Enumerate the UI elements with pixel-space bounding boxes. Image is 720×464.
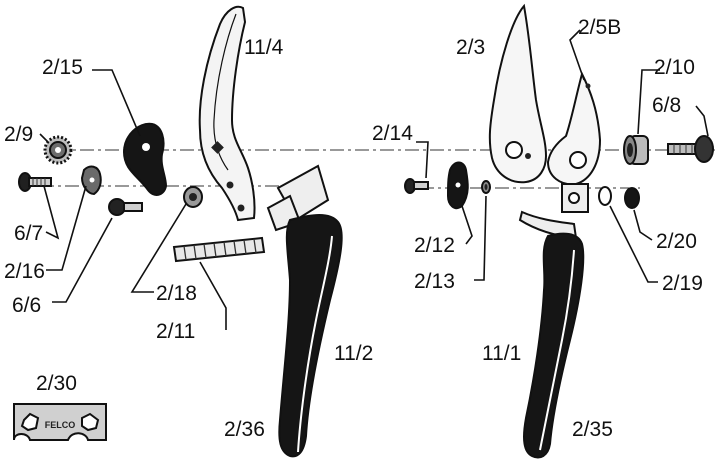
label-11-1: 11/1 bbox=[482, 342, 521, 365]
label-2-15: 2/15 bbox=[42, 56, 83, 79]
leader-2-13 bbox=[474, 195, 487, 281]
washer-2-13 bbox=[481, 180, 491, 194]
plate-logo-text: FELCO bbox=[45, 420, 76, 430]
leader-2-14 bbox=[416, 141, 429, 179]
leader-2-11 bbox=[199, 261, 227, 330]
label-2-9: 2/9 bbox=[4, 123, 33, 146]
leader-2-19 bbox=[609, 205, 658, 283]
upper-handle-11-1 bbox=[518, 183, 589, 459]
leader-2-15 bbox=[92, 69, 141, 137]
label-2-30: 2/30 bbox=[36, 372, 77, 395]
upper-blade-11-4 bbox=[198, 5, 256, 222]
bolt-2-14 bbox=[404, 178, 429, 194]
label-11-2: 11/2 bbox=[334, 342, 373, 365]
label-6-8: 6/8 bbox=[652, 94, 681, 117]
leader-2-10 bbox=[637, 69, 660, 135]
label-2-19: 2/19 bbox=[662, 272, 703, 295]
upper-blade-edge bbox=[213, 13, 237, 171]
spring-piece-hole bbox=[89, 177, 95, 183]
spring-2-11 bbox=[172, 236, 266, 263]
cam-plate-2-15 bbox=[122, 122, 168, 196]
upper-blade-hole-1 bbox=[226, 181, 234, 189]
plate-2-30: FELCO bbox=[13, 403, 107, 441]
label-2-10: 2/10 bbox=[654, 56, 695, 79]
label-2-12: 2/12 bbox=[414, 234, 455, 257]
bolt-6-7 bbox=[18, 172, 52, 192]
cutting-blade-pivot-hole bbox=[505, 141, 523, 159]
leader-6-8 bbox=[695, 105, 709, 137]
label-2-14: 2/14 bbox=[372, 122, 413, 145]
leader-2-12 bbox=[461, 205, 473, 245]
label-2-16: 2/16 bbox=[4, 260, 45, 283]
cam-plate-hole bbox=[142, 143, 150, 151]
anvil-piece-small-hole bbox=[585, 83, 591, 89]
label-6-6: 6/6 bbox=[12, 294, 41, 317]
leader-2-16 bbox=[46, 185, 87, 271]
leader-2-20 bbox=[633, 209, 653, 241]
cam-2-12-hole bbox=[455, 182, 461, 188]
leader-2-9 bbox=[39, 133, 49, 143]
label-2-5B: 2/5B bbox=[578, 16, 621, 39]
screw-6-6 bbox=[108, 198, 143, 216]
label-11-4: 11/4 bbox=[244, 36, 284, 59]
sleeve-2-10 bbox=[623, 135, 649, 165]
leader-6-6 bbox=[52, 217, 113, 303]
leader-2-5B bbox=[569, 29, 585, 81]
anvil-piece-hole bbox=[569, 151, 587, 169]
cutting-blade-small-hole bbox=[525, 153, 531, 159]
label-2-3: 2/3 bbox=[456, 36, 485, 59]
upper-blade-square-hole bbox=[211, 141, 224, 154]
label-2-35: 2/35 bbox=[572, 418, 613, 441]
leader-2-18 bbox=[130, 203, 187, 293]
label-2-20: 2/20 bbox=[656, 230, 697, 253]
bolt-6-8 bbox=[667, 135, 714, 163]
leader-6-7 bbox=[43, 185, 60, 240]
axis-line-lower bbox=[40, 185, 640, 189]
label-2-36: 2/36 bbox=[224, 418, 265, 441]
nut-2-18 bbox=[183, 186, 203, 208]
anvil-piece-2-5B bbox=[546, 71, 602, 186]
label-2-18: 2/18 bbox=[156, 282, 197, 305]
label-2-13: 2/13 bbox=[414, 270, 455, 293]
cutting-blade-2-3 bbox=[488, 3, 548, 184]
toothed-wheel-2-9 bbox=[43, 135, 73, 165]
label-2-11: 2/11 bbox=[156, 320, 195, 343]
lower-handle-11-2 bbox=[266, 164, 343, 458]
ring-2-19 bbox=[598, 186, 612, 206]
upper-blade-hole-2 bbox=[237, 204, 245, 212]
cap-2-20 bbox=[624, 187, 640, 209]
label-6-7: 6/7 bbox=[14, 222, 43, 245]
